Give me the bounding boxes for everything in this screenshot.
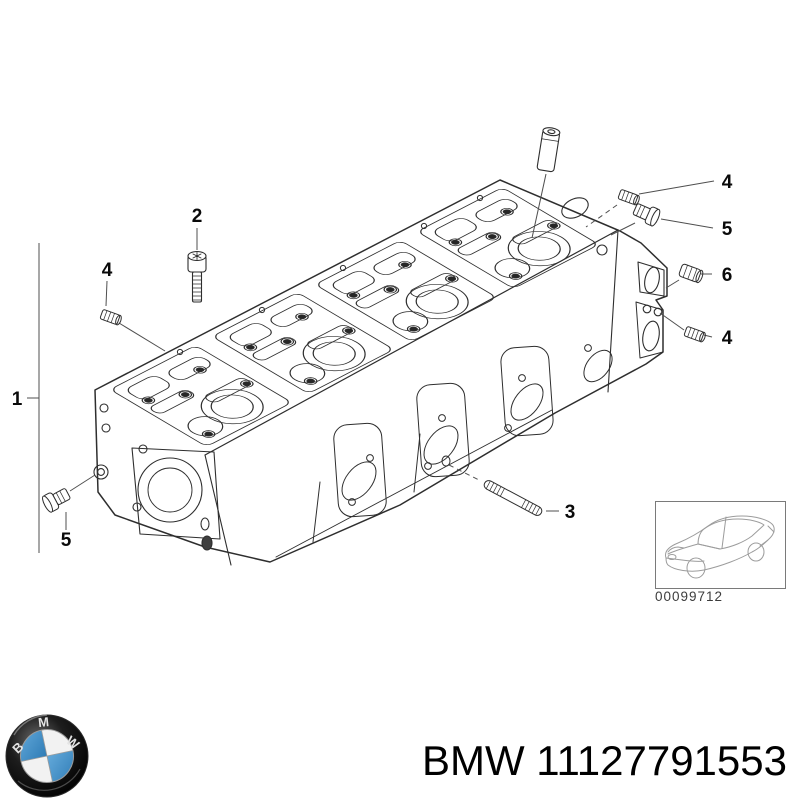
part-stud-3 bbox=[483, 480, 543, 516]
part-plug-5-left bbox=[42, 488, 71, 513]
part-bolt-2 bbox=[187, 250, 207, 303]
vehicle-thumbnail-box bbox=[655, 501, 786, 589]
part-dowel-4-left bbox=[99, 309, 122, 326]
callout-label-3: 3 bbox=[565, 502, 576, 523]
cylinder-head-drawing bbox=[94, 179, 668, 566]
leader-line-4-left bbox=[105, 280, 108, 307]
vehicle-sketch bbox=[665, 515, 775, 579]
cylinder-bay bbox=[318, 241, 494, 341]
callout-label-4-top-right: 4 bbox=[722, 172, 733, 193]
thumbnail-code: 00099712 bbox=[655, 589, 724, 604]
bolt-head bbox=[346, 260, 459, 333]
callout-label-4-bottom-right: 4 bbox=[722, 328, 733, 349]
part-dowel-6 bbox=[678, 263, 704, 284]
plug-hole-boss bbox=[93, 464, 109, 480]
deck-bays bbox=[113, 188, 596, 446]
bolt-head bbox=[243, 312, 356, 385]
cylinder-bay bbox=[215, 293, 391, 393]
leader-line-5-right bbox=[660, 218, 714, 229]
side-face-detail bbox=[312, 344, 613, 543]
part-valve-guide bbox=[536, 127, 561, 173]
cylinder-head-diagram: 1 2 4 5 3 4 5 6 4 bbox=[12, 127, 733, 566]
part-number-text: BMW 11127791553 bbox=[421, 737, 787, 784]
cylinder-bay bbox=[113, 346, 289, 446]
part-dowel-4-bottom-right bbox=[683, 326, 706, 343]
callout-label-4-left: 4 bbox=[102, 260, 113, 281]
leader-line-valve-guide bbox=[531, 173, 547, 239]
bolt-head bbox=[141, 365, 254, 438]
rear-face-detail bbox=[561, 197, 665, 359]
part-plug-5-right bbox=[632, 203, 661, 227]
front-face-detail bbox=[93, 403, 221, 551]
head-outline bbox=[94, 179, 668, 563]
cylinder-bay bbox=[420, 188, 596, 288]
callout-label-5-left: 5 bbox=[61, 530, 72, 551]
leader-line-3 bbox=[448, 464, 482, 482]
logo-letter-m: M bbox=[37, 714, 49, 730]
bolt-head bbox=[448, 207, 561, 280]
logo-quarters bbox=[20, 729, 74, 783]
bmw-logo: B M W bbox=[5, 714, 89, 798]
leader-line-4-top-right bbox=[638, 180, 715, 195]
deck-edge-holes bbox=[176, 194, 484, 356]
callout-label-6: 6 bbox=[722, 265, 733, 286]
callout-label-2: 2 bbox=[192, 206, 203, 227]
callout-label-1: 1 bbox=[12, 389, 23, 410]
callout-label-5-right: 5 bbox=[722, 219, 733, 240]
part-dowel-4-top-right bbox=[617, 189, 640, 206]
